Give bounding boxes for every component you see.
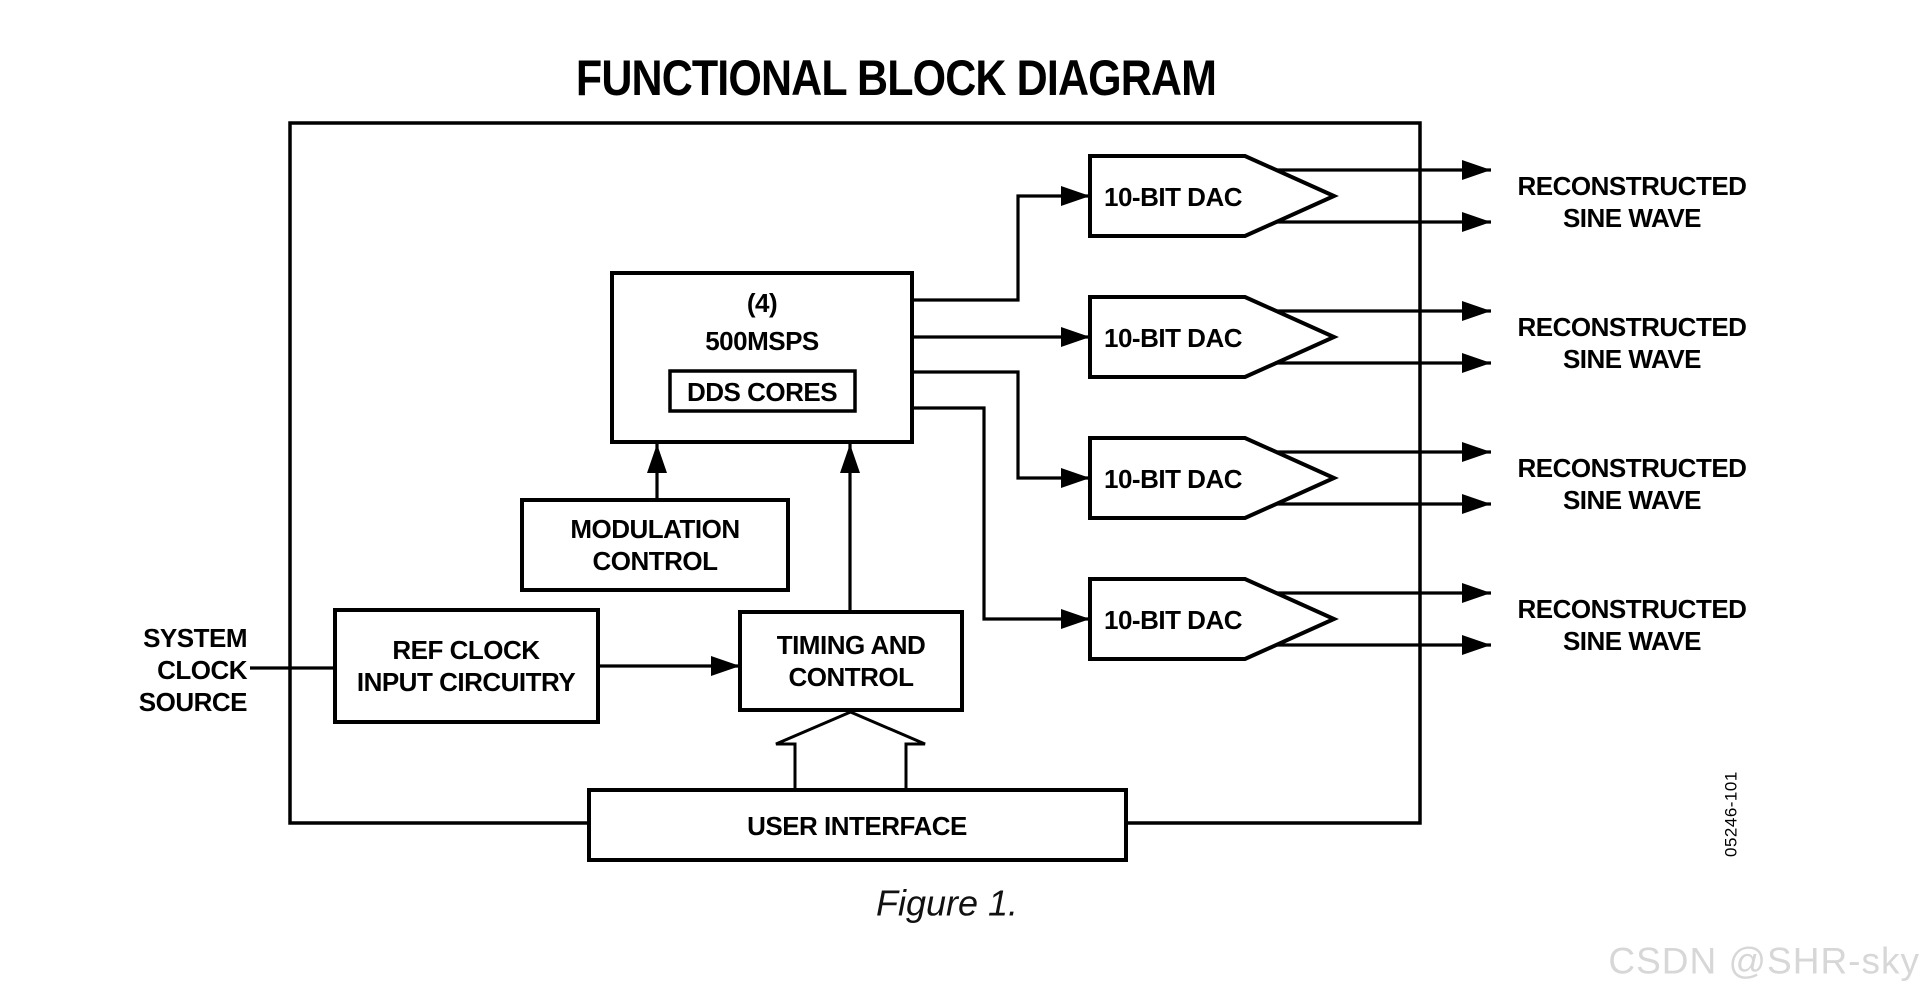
- output3-label-line1: RECONSTRUCTED: [1518, 453, 1747, 483]
- refclock-label-line1: REF CLOCK: [392, 635, 540, 665]
- dac3-label: 10-BIT DAC: [1104, 464, 1243, 494]
- refclock-label-line2: INPUT CIRCUITRY: [357, 667, 575, 697]
- timing-label-line2: CONTROL: [788, 662, 914, 692]
- user-interface-up-arrow: [775, 710, 926, 793]
- system-clock-label-line2: CLOCK: [157, 655, 248, 685]
- dds-cores-inner-box: [668, 369, 857, 413]
- modulation-control-block: [520, 498, 790, 592]
- dds-to-dac3-wire: [912, 370, 1090, 488]
- output2-label-line1: RECONSTRUCTED: [1518, 312, 1747, 342]
- dac2-block: [1088, 295, 1339, 379]
- output4-label-line2: SINE WAVE: [1563, 626, 1701, 656]
- output2-label-line2: SINE WAVE: [1563, 344, 1701, 374]
- timing-label-line1: TIMING AND: [777, 630, 926, 660]
- dds-rate-label: 500MSPS: [705, 326, 819, 356]
- dac4-block: [1088, 577, 1339, 661]
- dac4-label: 10-BIT DAC: [1104, 605, 1243, 635]
- output3-label-line2: SINE WAVE: [1563, 485, 1701, 515]
- ref-clock-block: [333, 608, 600, 724]
- user-interface-label: USER INTERFACE: [747, 811, 967, 841]
- dac2-label: 10-BIT DAC: [1104, 323, 1243, 353]
- output1-label-line1: RECONSTRUCTED: [1518, 171, 1747, 201]
- user-interface-block: [587, 788, 1128, 862]
- dds-cores-block: [610, 271, 914, 444]
- dds-to-dac4-wire: [912, 406, 1090, 629]
- dds-cores-label: DDS CORES: [687, 377, 837, 407]
- dds-to-dac1-wire: [912, 186, 1090, 302]
- dac1-label: 10-BIT DAC: [1104, 182, 1243, 212]
- dac3-block: [1088, 436, 1339, 520]
- system-clock-label-line3: SOURCE: [139, 687, 247, 717]
- dds-count-label: (4): [747, 288, 777, 318]
- output1-label-line2: SINE WAVE: [1563, 203, 1701, 233]
- diagram-title: FUNCTIONAL BLOCK DIAGRAM: [576, 50, 1216, 106]
- figure-code: 05246-101: [1722, 771, 1741, 857]
- modulation-label-line1: MODULATION: [570, 514, 739, 544]
- watermark: CSDN @SHR-sky: [1608, 941, 1920, 982]
- dac1-block: [1088, 154, 1339, 238]
- output4-label-line1: RECONSTRUCTED: [1518, 594, 1747, 624]
- figure-caption: Figure 1.: [876, 883, 1018, 924]
- system-clock-label-line1: SYSTEM: [143, 623, 247, 653]
- modulation-label-line2: CONTROL: [592, 546, 718, 576]
- timing-control-block: [738, 610, 964, 712]
